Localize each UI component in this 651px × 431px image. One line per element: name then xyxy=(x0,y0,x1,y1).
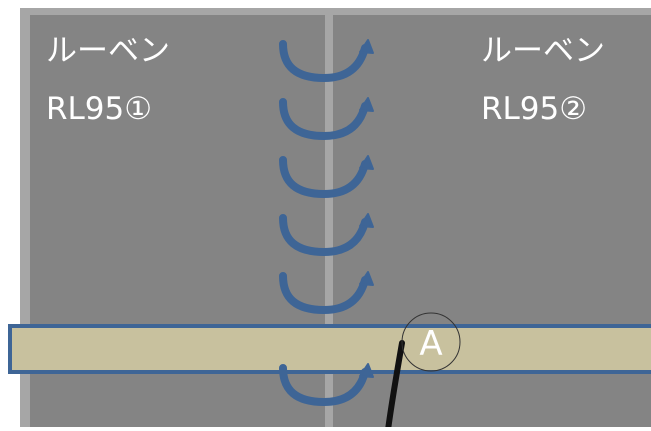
cable xyxy=(385,340,405,431)
marker-a-label: A xyxy=(419,324,442,364)
curved-arrow-icon xyxy=(279,39,374,83)
panel-left-code: RL95① xyxy=(46,91,153,127)
rotation-arrows-below xyxy=(279,363,374,407)
horizontal-strip xyxy=(8,324,651,374)
marker-a-circle xyxy=(401,312,461,372)
curved-arrow-icon xyxy=(279,363,374,407)
rotation-arrows xyxy=(279,39,374,315)
panel-right-code: RL95② xyxy=(481,91,588,127)
curved-arrow-icon xyxy=(279,213,374,257)
panel-right-name: ルーベン xyxy=(481,33,605,69)
curved-arrow-icon xyxy=(279,155,374,199)
curved-arrow-icon xyxy=(279,271,374,315)
panel-left-name: ルーベン xyxy=(46,33,170,69)
curved-arrow-icon xyxy=(279,97,374,141)
panel-seam xyxy=(325,15,333,430)
